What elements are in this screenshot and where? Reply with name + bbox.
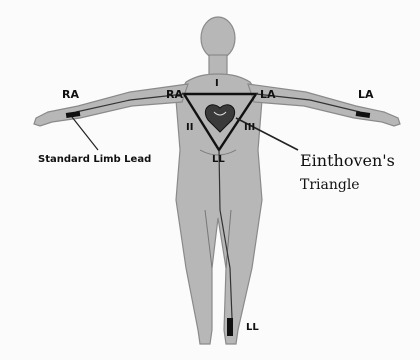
head (201, 17, 235, 59)
triangle-title-line2: Triangle (300, 177, 360, 193)
neck (209, 55, 227, 75)
limb-lead-pointer (72, 117, 98, 150)
la-hand-label: LA (358, 88, 374, 101)
ll-chest-label: LL (212, 154, 225, 165)
triangle-title-line1: Einthoven's (300, 151, 395, 170)
lead-2-label: II (186, 122, 193, 133)
right-arm (34, 84, 188, 126)
ll-electrode (227, 318, 233, 336)
ll-foot-label: LL (246, 322, 259, 333)
ra-shoulder-label: RA (166, 88, 183, 101)
la-shoulder-label: LA (260, 88, 276, 101)
lead-3-label: III (244, 122, 255, 133)
lead-1-label: I (215, 78, 219, 89)
ra-hand-label: RA (62, 88, 79, 101)
limb-lead-label: Standard Limb Lead (38, 154, 151, 165)
